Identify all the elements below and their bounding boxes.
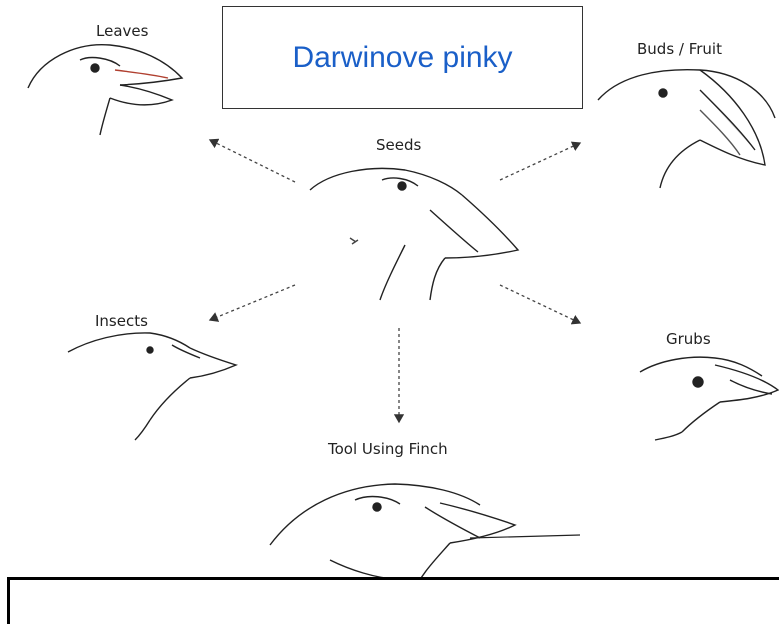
finch-head-seeds [310,168,518,300]
arrow-to-buds-fruit [500,143,580,180]
finch-head-buds-fruit [598,70,775,188]
title-box: Darwinove pinky [222,6,583,109]
arrow-to-grubs [500,285,580,323]
label-leaves: Leaves [96,22,148,40]
finch-head-insects [68,333,236,440]
finch-head-leaves [28,45,182,135]
arrow-to-leaves [210,140,295,182]
finch-head-grubs [640,357,778,440]
label-buds-fruit: Buds / Fruit [637,40,722,58]
label-tool-using: Tool Using Finch [328,440,448,458]
arrow-to-insects [210,285,295,320]
page-title: Darwinove pinky [292,41,512,75]
label-insects: Insects [95,312,148,330]
label-seeds: Seeds [376,136,421,154]
label-grubs: Grubs [666,330,711,348]
caption-box [7,577,779,624]
